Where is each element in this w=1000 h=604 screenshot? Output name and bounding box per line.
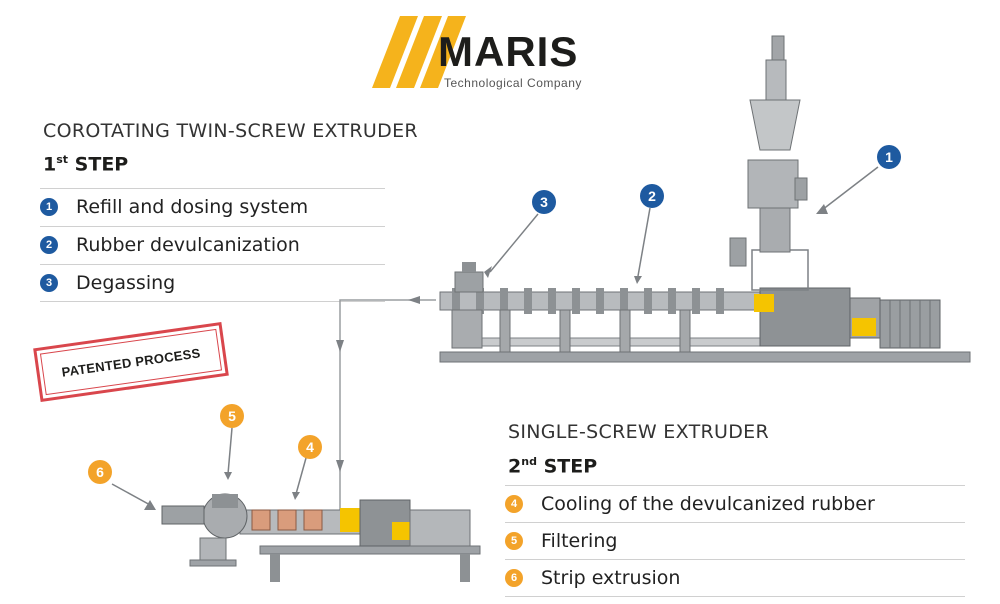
callout-5: 5 [220,404,244,428]
number-badge-4: 4 [505,495,523,513]
flow-line [339,299,436,510]
flow-arrow-down-icon-2 [336,460,344,472]
callout-6: 6 [88,460,112,484]
callout-3: 3 [532,190,556,214]
single-screw-extruder [161,493,481,582]
step2-label: 2nd STEP [508,455,597,477]
step1-item-1: 1 Refill and dosing system [40,188,385,225]
maris-logo [372,16,466,88]
item-label: Refill and dosing system [76,196,309,218]
brand-tagline: Technological Company [444,76,582,90]
item-label: Cooling of the devulcanized rubber [541,493,875,515]
number-badge-3: 3 [40,274,58,292]
number-badge-2: 2 [40,236,58,254]
step1-number: 1 [43,153,57,176]
item-label: Rubber devulcanization [76,234,300,256]
flow-arrow-down-icon [336,340,344,352]
step1-word: STEP [74,153,129,176]
step1-title: COROTATING TWIN-SCREW EXTRUDER [43,120,418,142]
step1-label: 1st STEP [43,153,128,175]
callout-1: 1 [877,145,901,169]
flow-arrow-left-icon [408,296,420,304]
item-label: Degassing [76,272,176,294]
number-badge-6: 6 [505,569,523,587]
step1-item-2: 2 Rubber devulcanization [40,226,385,263]
step1-suffix: st [56,153,69,166]
step2-item-5: 5 Filtering [505,522,965,559]
number-badge-1: 1 [40,198,58,216]
twin-screw-extruder [439,35,971,363]
item-label: Strip extrusion [541,567,681,589]
callout-2: 2 [640,184,664,208]
step2-title: SINGLE-SCREW EXTRUDER [508,421,769,443]
number-badge-5: 5 [505,532,523,550]
step1-item-3: 3 Degassing [40,264,385,302]
item-label: Filtering [541,530,618,552]
step2-suffix: nd [521,455,537,468]
callout-4: 4 [298,435,322,459]
step2-number: 2 [508,455,522,478]
step2-word: STEP [543,455,598,478]
step2-item-6: 6 Strip extrusion [505,559,965,597]
brand-name: MARIS [438,28,579,75]
step2-item-4: 4 Cooling of the devulcanized rubber [505,485,965,522]
